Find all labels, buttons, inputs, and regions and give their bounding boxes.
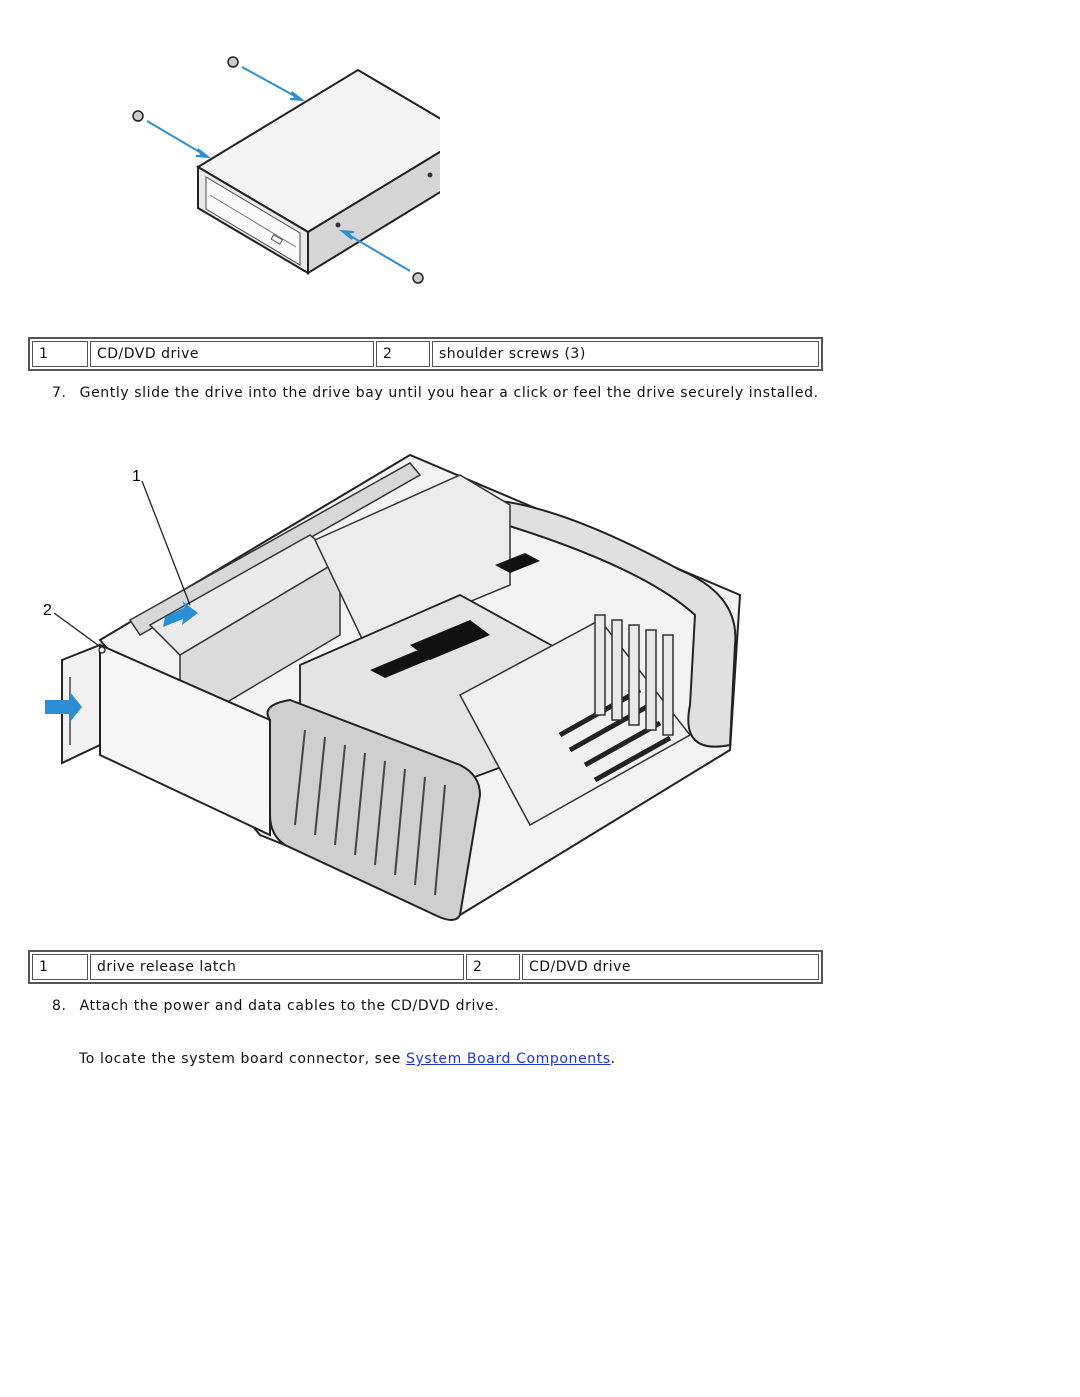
figure-callout-2: 2 bbox=[43, 602, 52, 619]
step-number: 7. bbox=[52, 385, 67, 401]
figure-chassis: 1 2 bbox=[40, 445, 750, 925]
system-board-components-link[interactable]: System Board Components bbox=[406, 1051, 611, 1067]
callout-table-2: 1 drive release latch 2 CD/DVD drive bbox=[28, 950, 823, 984]
insert-arrow-icon bbox=[45, 692, 82, 722]
step-8: 8. Attach the power and data cables to t… bbox=[52, 998, 499, 1014]
step-text: Attach the power and data cables to the … bbox=[79, 998, 500, 1014]
callout-number: 2 bbox=[376, 341, 430, 367]
callout-label: shoulder screws (3) bbox=[432, 341, 819, 367]
callout-label: drive release latch bbox=[90, 954, 464, 980]
callout-table-1: 1 CD/DVD drive 2 shoulder screws (3) bbox=[28, 337, 823, 371]
figure-callout-1: 1 bbox=[132, 468, 141, 485]
step-number: 8. bbox=[52, 998, 67, 1014]
callout-number: 1 bbox=[32, 341, 88, 367]
table-row: 1 drive release latch 2 CD/DVD drive bbox=[32, 954, 819, 980]
step-text: Gently slide the drive into the drive ba… bbox=[79, 385, 819, 401]
callout-number: 2 bbox=[466, 954, 520, 980]
locate-paragraph: To locate the system board connector, se… bbox=[79, 1051, 616, 1067]
table-row: 1 CD/DVD drive 2 shoulder screws (3) bbox=[32, 341, 819, 367]
locate-suffix: . bbox=[610, 1051, 616, 1067]
screw-icon bbox=[132, 56, 424, 284]
callout-label: CD/DVD drive bbox=[90, 341, 374, 367]
step-7: 7. Gently slide the drive into the drive… bbox=[52, 385, 819, 401]
figure-drive-screws bbox=[120, 45, 440, 295]
drive-screws-illustration bbox=[132, 56, 440, 284]
callout-label: CD/DVD drive bbox=[522, 954, 819, 980]
locate-prefix: To locate the system board connector, se… bbox=[79, 1051, 407, 1067]
chassis-illustration: 1 2 bbox=[43, 453, 742, 921]
latch-arrow-icon bbox=[163, 601, 198, 627]
callout-number: 1 bbox=[32, 954, 88, 980]
